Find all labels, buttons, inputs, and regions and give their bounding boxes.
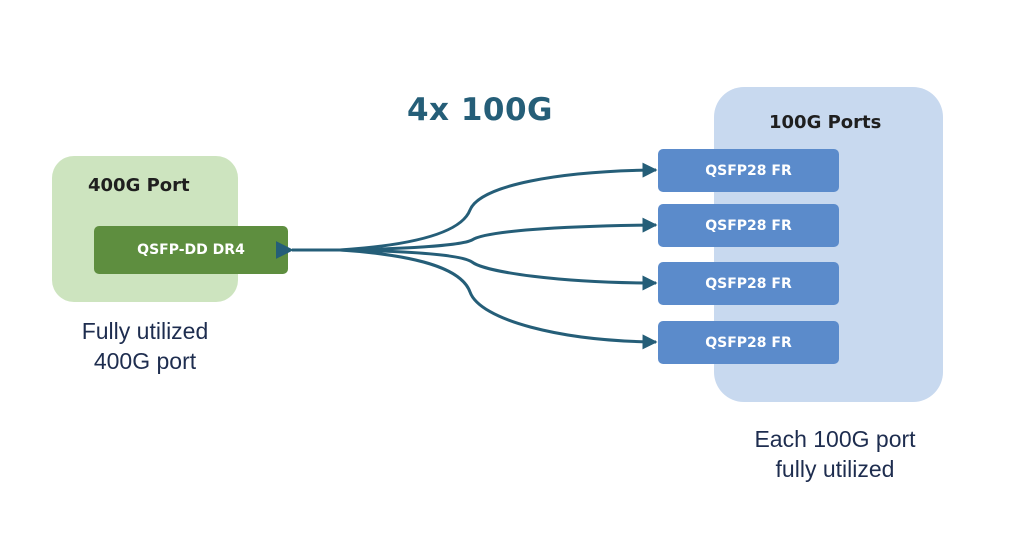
link-3 <box>339 248 658 291</box>
qsfp28-fr-module-4: QSFP28 FR <box>658 321 839 364</box>
ports-100g-label: 100G Ports <box>769 112 882 133</box>
caption-400g: Fully utilized 400G port <box>50 316 240 376</box>
caption-100g-line-1: Each 100G port <box>754 426 916 452</box>
qsfp28-fr-label: QSFP28 FR <box>705 275 792 292</box>
link-1 <box>339 162 658 252</box>
qsfp28-fr-label: QSFP28 FR <box>705 217 792 234</box>
caption-400g-line-1: Fully utilized <box>81 318 209 344</box>
caption-400g-line-2: 400G port <box>93 348 197 374</box>
link-4 <box>339 248 658 350</box>
caption-100g: Each 100G port fully utilized <box>715 424 955 484</box>
qsfp-dd-dr4-module: QSFP-DD DR4 <box>94 226 288 274</box>
qsfp28-fr-module-2: QSFP28 FR <box>658 204 839 247</box>
qsfp28-fr-module-1: QSFP28 FR <box>658 149 839 192</box>
qsfp28-fr-module-3: QSFP28 FR <box>658 262 839 305</box>
link-2 <box>339 217 658 252</box>
diagram-title: 4x 100G <box>406 92 553 128</box>
port-400g-label: 400G Port <box>88 175 190 196</box>
qsfp28-fr-label: QSFP28 FR <box>705 162 792 179</box>
qsfp-dd-dr4-label: QSFP-DD DR4 <box>137 242 245 258</box>
qsfp28-fr-label: QSFP28 FR <box>705 334 792 351</box>
caption-100g-line-2: fully utilized <box>775 456 895 482</box>
